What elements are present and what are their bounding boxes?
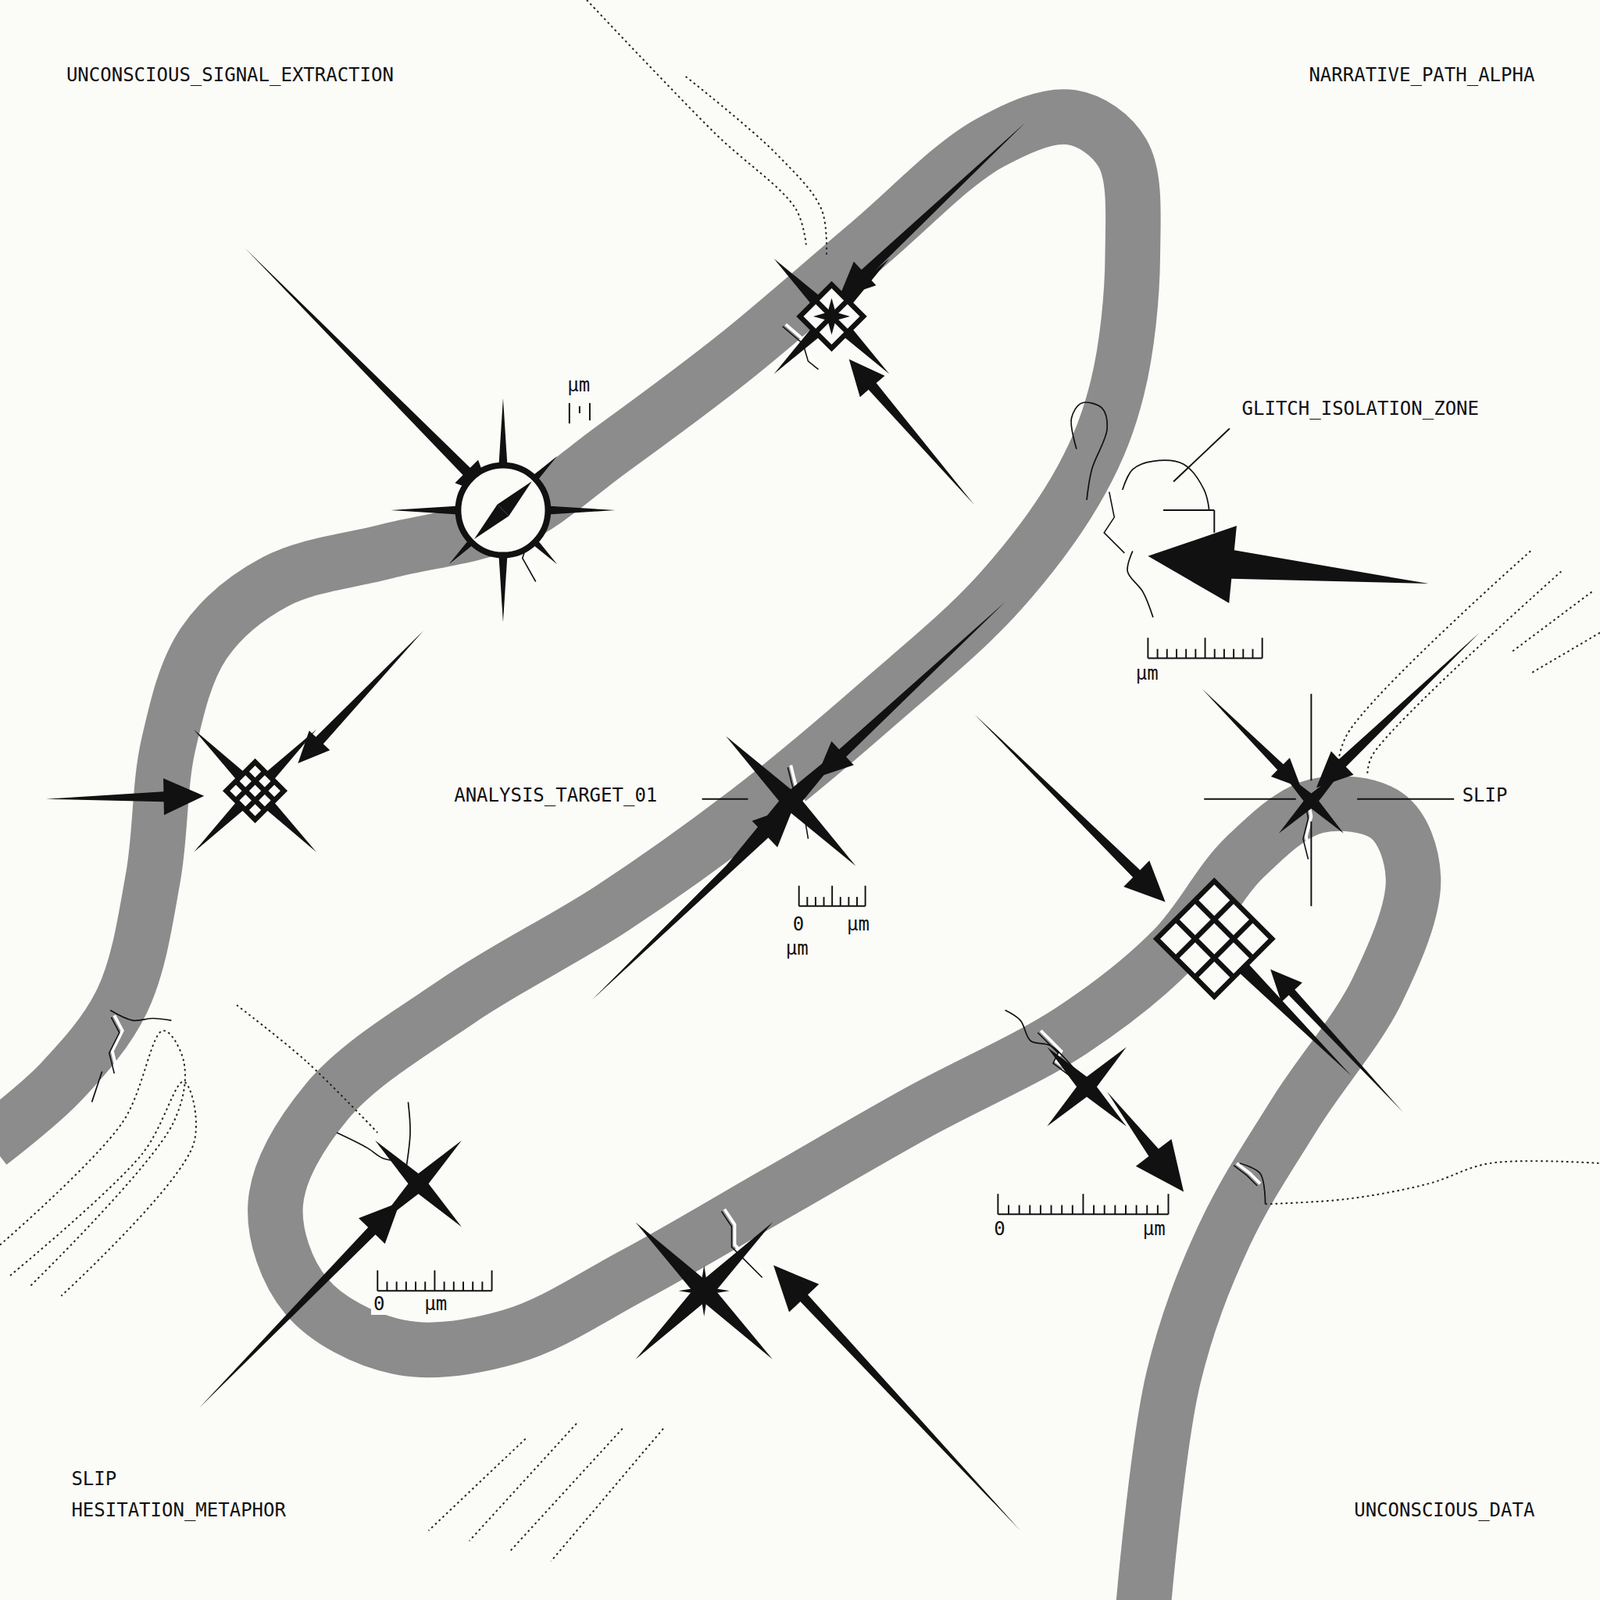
leader-line [1173,428,1230,483]
glitch-trace [1127,550,1154,618]
dotted-trace [1265,1160,1600,1204]
leader-line [1310,821,1312,906]
compass-needle [474,481,533,540]
dotted-trace [10,1081,197,1296]
signal-star [635,1222,772,1360]
annotation-label: 0 [991,1217,1008,1240]
annotation-label: 0 [371,1292,387,1315]
grid-diamond [226,761,285,820]
dotted-trace [586,0,807,245]
annotation-label: 0 [790,913,807,936]
leader-line [1163,509,1215,511]
leader-line [1203,798,1297,800]
glitch-trace [1071,402,1108,500]
arrow-needle [1202,689,1302,789]
signal-star [375,1140,462,1228]
arrow-needle [46,778,204,815]
glitch-trace [92,1071,103,1102]
arrow-needle [1270,969,1404,1113]
signal-star [774,258,890,375]
narrative-band [0,116,1414,1600]
annotation-label: SLIP [68,1467,119,1490]
arrow-needle [244,247,492,497]
leader-line [1213,510,1215,533]
arrow-needle [1147,525,1429,604]
scale-ruler [799,885,866,907]
arrow-needle [773,1265,1021,1532]
scale-ruler [997,1193,1168,1215]
annotation-label: NARRATIVE_PATH_ALPHA [1306,64,1537,86]
dotted-trace [1510,592,1592,654]
crack-edge [109,1017,120,1074]
dotted-trace [510,1428,623,1552]
dotted-trace [428,1439,526,1532]
arrow-needle [839,122,1026,299]
arrow-needle [199,1202,400,1409]
dotted-trace [685,76,827,256]
annotation-label: ANALYSIS_TARGET_01 [451,784,660,807]
arrow-needle [816,602,1006,779]
leader-line [1310,693,1312,781]
leader-line [1357,798,1454,800]
signal-star [390,397,615,622]
dotted-trace [550,1428,664,1562]
glitch-trace [110,1010,172,1021]
dotted-trace [236,1005,378,1133]
signal-star [813,297,850,335]
arrow-needle [1316,632,1480,789]
signal-star [193,729,317,853]
annotation-label: SLIP [1460,784,1511,807]
glitch-trace [406,1102,411,1169]
signal-star [1278,768,1344,834]
annotation-label: µm [1133,662,1161,685]
arrow-needle [849,359,975,506]
grid-diamond [1156,881,1272,997]
annotation-label: µm [1140,1217,1168,1240]
annotation-label: GLITCH_ISOLATION_ZONE [1239,397,1482,420]
dotted-trace [1367,571,1561,775]
annotation-label: UNCONSCIOUS_SIGNAL_EXTRACTION [64,64,397,86]
leader-line [568,403,571,424]
compass-ring [457,465,548,556]
dotted-trace [0,1030,186,1286]
annotation-label: UNCONSCIOUS_DATA [1351,1499,1537,1522]
annotation-label: µm [564,374,593,397]
scale-ruler [1147,637,1262,658]
glitch-trace [1239,1163,1266,1204]
arrow-needle [1107,1092,1184,1193]
arrow-needle [974,714,1165,902]
dotted-trace [1530,632,1600,674]
leader-line [578,406,581,414]
leader-line [589,403,591,421]
annotation-label: µm [844,913,872,936]
arrow-needle [592,806,795,1000]
scale-ruler [377,1270,492,1291]
leader-line [702,798,749,800]
signal-star [725,735,856,866]
annotation-label: µm [783,937,811,960]
annotation-label: µm [421,1292,450,1315]
crack-edge [1103,492,1125,554]
grid-diamond [800,284,864,348]
arrow-needle [297,630,424,764]
glitch-trace [1122,460,1210,511]
annotation-label: HESITATION_METAPHOR [68,1499,289,1522]
signal-star [1046,1046,1127,1127]
dotted-trace [469,1423,577,1541]
